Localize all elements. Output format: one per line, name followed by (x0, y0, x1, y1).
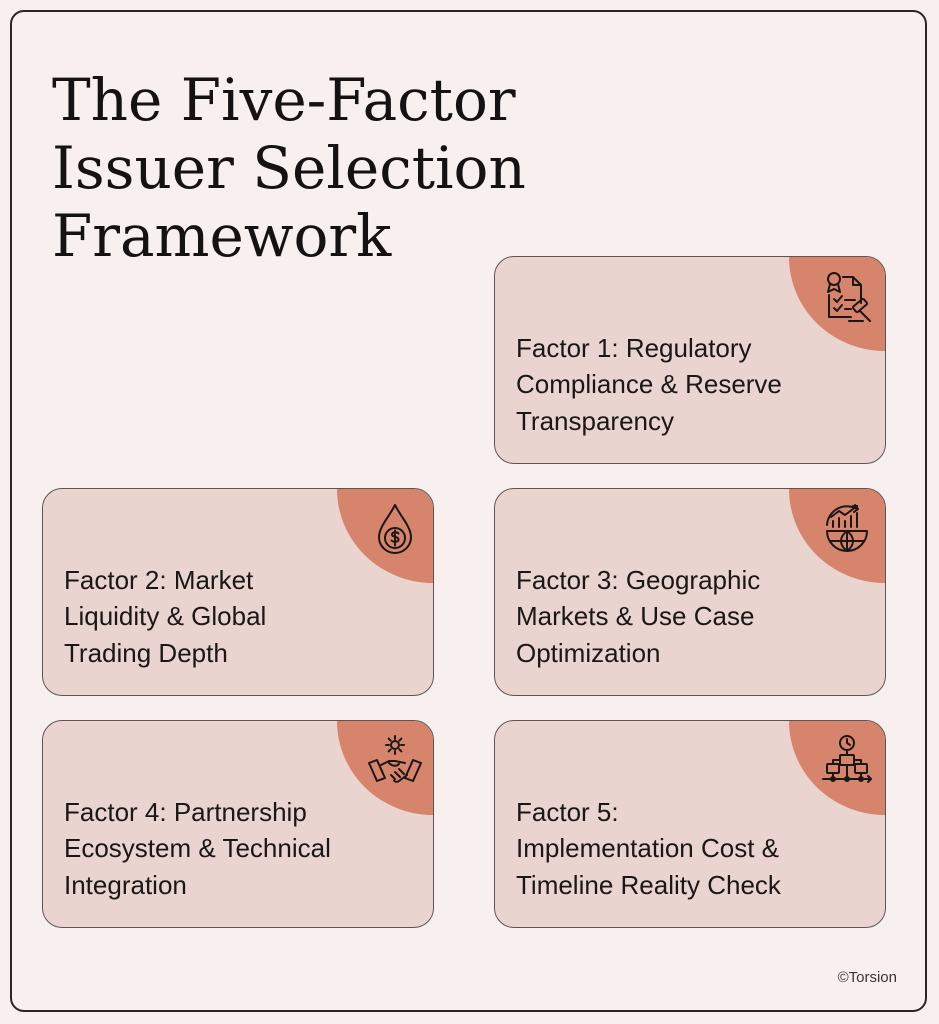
factor-4-label: Factor 4: Partnership Ecosystem & Techni… (64, 796, 331, 900)
page-title: The Five-Factor Issuer Selection Framewo… (52, 66, 526, 270)
factor-card-3: Factor 3: Geographic Markets & Use Case … (494, 488, 886, 696)
infographic-frame: The Five-Factor Issuer Selection Framewo… (10, 10, 927, 1012)
factor-1-label: Factor 1: Regulatory Compliance & Reserv… (516, 332, 782, 436)
factor-3-label: Factor 3: Geographic Markets & Use Case … (516, 564, 761, 668)
factor-card-2: Factor 2: Market Liquidity & Global Trad… (42, 488, 434, 696)
handshake-gear-icon (368, 735, 422, 783)
liquidity-dollar-drop-icon (378, 504, 412, 554)
globe-growth-chart-icon (826, 504, 868, 552)
factor-2-label: Factor 2: Market Liquidity & Global Trad… (64, 564, 267, 668)
compliance-certificate-gavel-icon (827, 272, 871, 322)
factor-card-1: Factor 1: Regulatory Compliance & Reserv… (494, 256, 886, 464)
clock-workflow-icon (822, 735, 872, 783)
factor-5-label: Factor 5: Implementation Cost & Timeline… (516, 796, 781, 900)
factor-card-5: Factor 5: Implementation Cost & Timeline… (494, 720, 886, 928)
factor-5-badge (789, 721, 885, 815)
copyright-credit: ©Torsion (837, 969, 897, 986)
factor-card-4: Factor 4: Partnership Ecosystem & Techni… (42, 720, 434, 928)
